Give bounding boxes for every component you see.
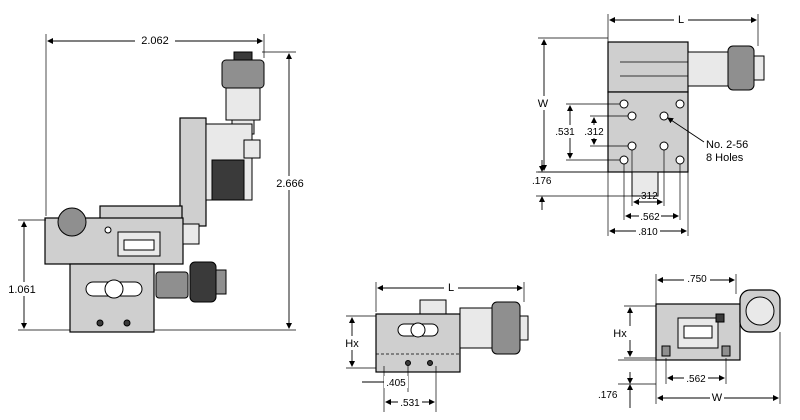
end-screw — [715, 313, 725, 323]
end-dimension-w-label: W — [712, 392, 723, 404]
micrometer-cap — [233, 51, 253, 61]
vertical-carriage-dark — [211, 159, 245, 201]
micrometer-sleeve — [225, 87, 261, 121]
top-dimension-562-label: .562 — [640, 212, 660, 223]
side-micrometer-body — [155, 271, 189, 299]
end-dimension-hx-label: Hx — [613, 328, 627, 340]
top-micrometer-end — [753, 55, 765, 81]
micrometer-thimble — [221, 59, 265, 89]
front-dimension-405-label: .405 — [386, 378, 406, 389]
holes-note-line1: No. 2-56 — [706, 139, 748, 151]
top-dimension-w-label: W — [538, 98, 549, 110]
top-dimension-531-label: .531 — [555, 127, 575, 138]
dimension-2666-label: 2.666 — [276, 178, 304, 190]
top-micrometer-sleeve — [687, 51, 729, 87]
lower-screw-left — [96, 319, 104, 327]
end-dimension-562-label: .562 — [686, 374, 706, 385]
lower-screw-right — [123, 319, 131, 327]
end-foot-right — [721, 345, 731, 357]
top-hole-1 — [619, 99, 629, 109]
dimension-1061-label: 1.061 — [8, 284, 36, 296]
front-screw-right — [427, 360, 433, 366]
end-foot-left — [661, 345, 671, 357]
base-knob-left — [57, 207, 87, 237]
front-dimension-l-label: L — [448, 282, 454, 294]
top-rear-block — [607, 41, 689, 93]
top-hole-3 — [627, 111, 637, 121]
front-micrometer-sleeve — [459, 307, 493, 349]
vertical-screw-block — [243, 139, 261, 159]
top-view: L W .531 .312 No. 2-56 8 Holes .176 — [532, 12, 765, 238]
top-hole-2 — [675, 99, 685, 109]
dimension-2062-label: 2.062 — [141, 35, 169, 47]
front-view: L Hx .405 .531 — [340, 280, 529, 412]
front-slot-knob — [410, 322, 426, 338]
front-dimension-hx-label: Hx — [345, 338, 359, 350]
top-hole-8 — [675, 155, 685, 165]
base-slot — [123, 239, 155, 251]
top-hole-4 — [659, 111, 669, 121]
holes-leader — [667, 117, 705, 143]
top-tab — [631, 171, 659, 197]
top-dimension-176-label: .176 — [532, 176, 552, 187]
holes-note-line2: 8 Holes — [706, 152, 744, 164]
base-screw-hole — [104, 226, 112, 234]
base-side-block — [182, 223, 200, 245]
side-micrometer-end — [215, 269, 227, 295]
top-dimension-312v-label: .312 — [584, 127, 604, 138]
top-micrometer-thimble — [727, 45, 755, 91]
vertical-plate — [179, 117, 207, 227]
end-dimension-176-label: .176 — [598, 390, 618, 401]
end-knob — [745, 296, 775, 326]
lower-slot-knob — [104, 279, 124, 299]
end-dimension-750-label: .750 — [687, 274, 707, 285]
side-micrometer-thimble — [189, 261, 217, 303]
top-hole-5 — [627, 141, 637, 151]
side-view: 2.062 2.666 1.061 — [4, 33, 310, 333]
front-screw-left — [405, 360, 411, 366]
front-micrometer-thimble — [491, 301, 521, 355]
end-view: .750 Hx .562 W .176 — [598, 272, 781, 408]
top-hole-7 — [619, 155, 629, 165]
top-hole-6 — [659, 141, 669, 151]
front-micrometer-end — [519, 315, 529, 341]
top-dimension-810-label: .810 — [638, 227, 658, 238]
end-slot — [683, 325, 713, 339]
top-dimension-312h-label: .312 — [638, 191, 658, 202]
front-dimension-531-label: .531 — [400, 398, 420, 409]
top-dimension-l-label: L — [678, 14, 684, 26]
